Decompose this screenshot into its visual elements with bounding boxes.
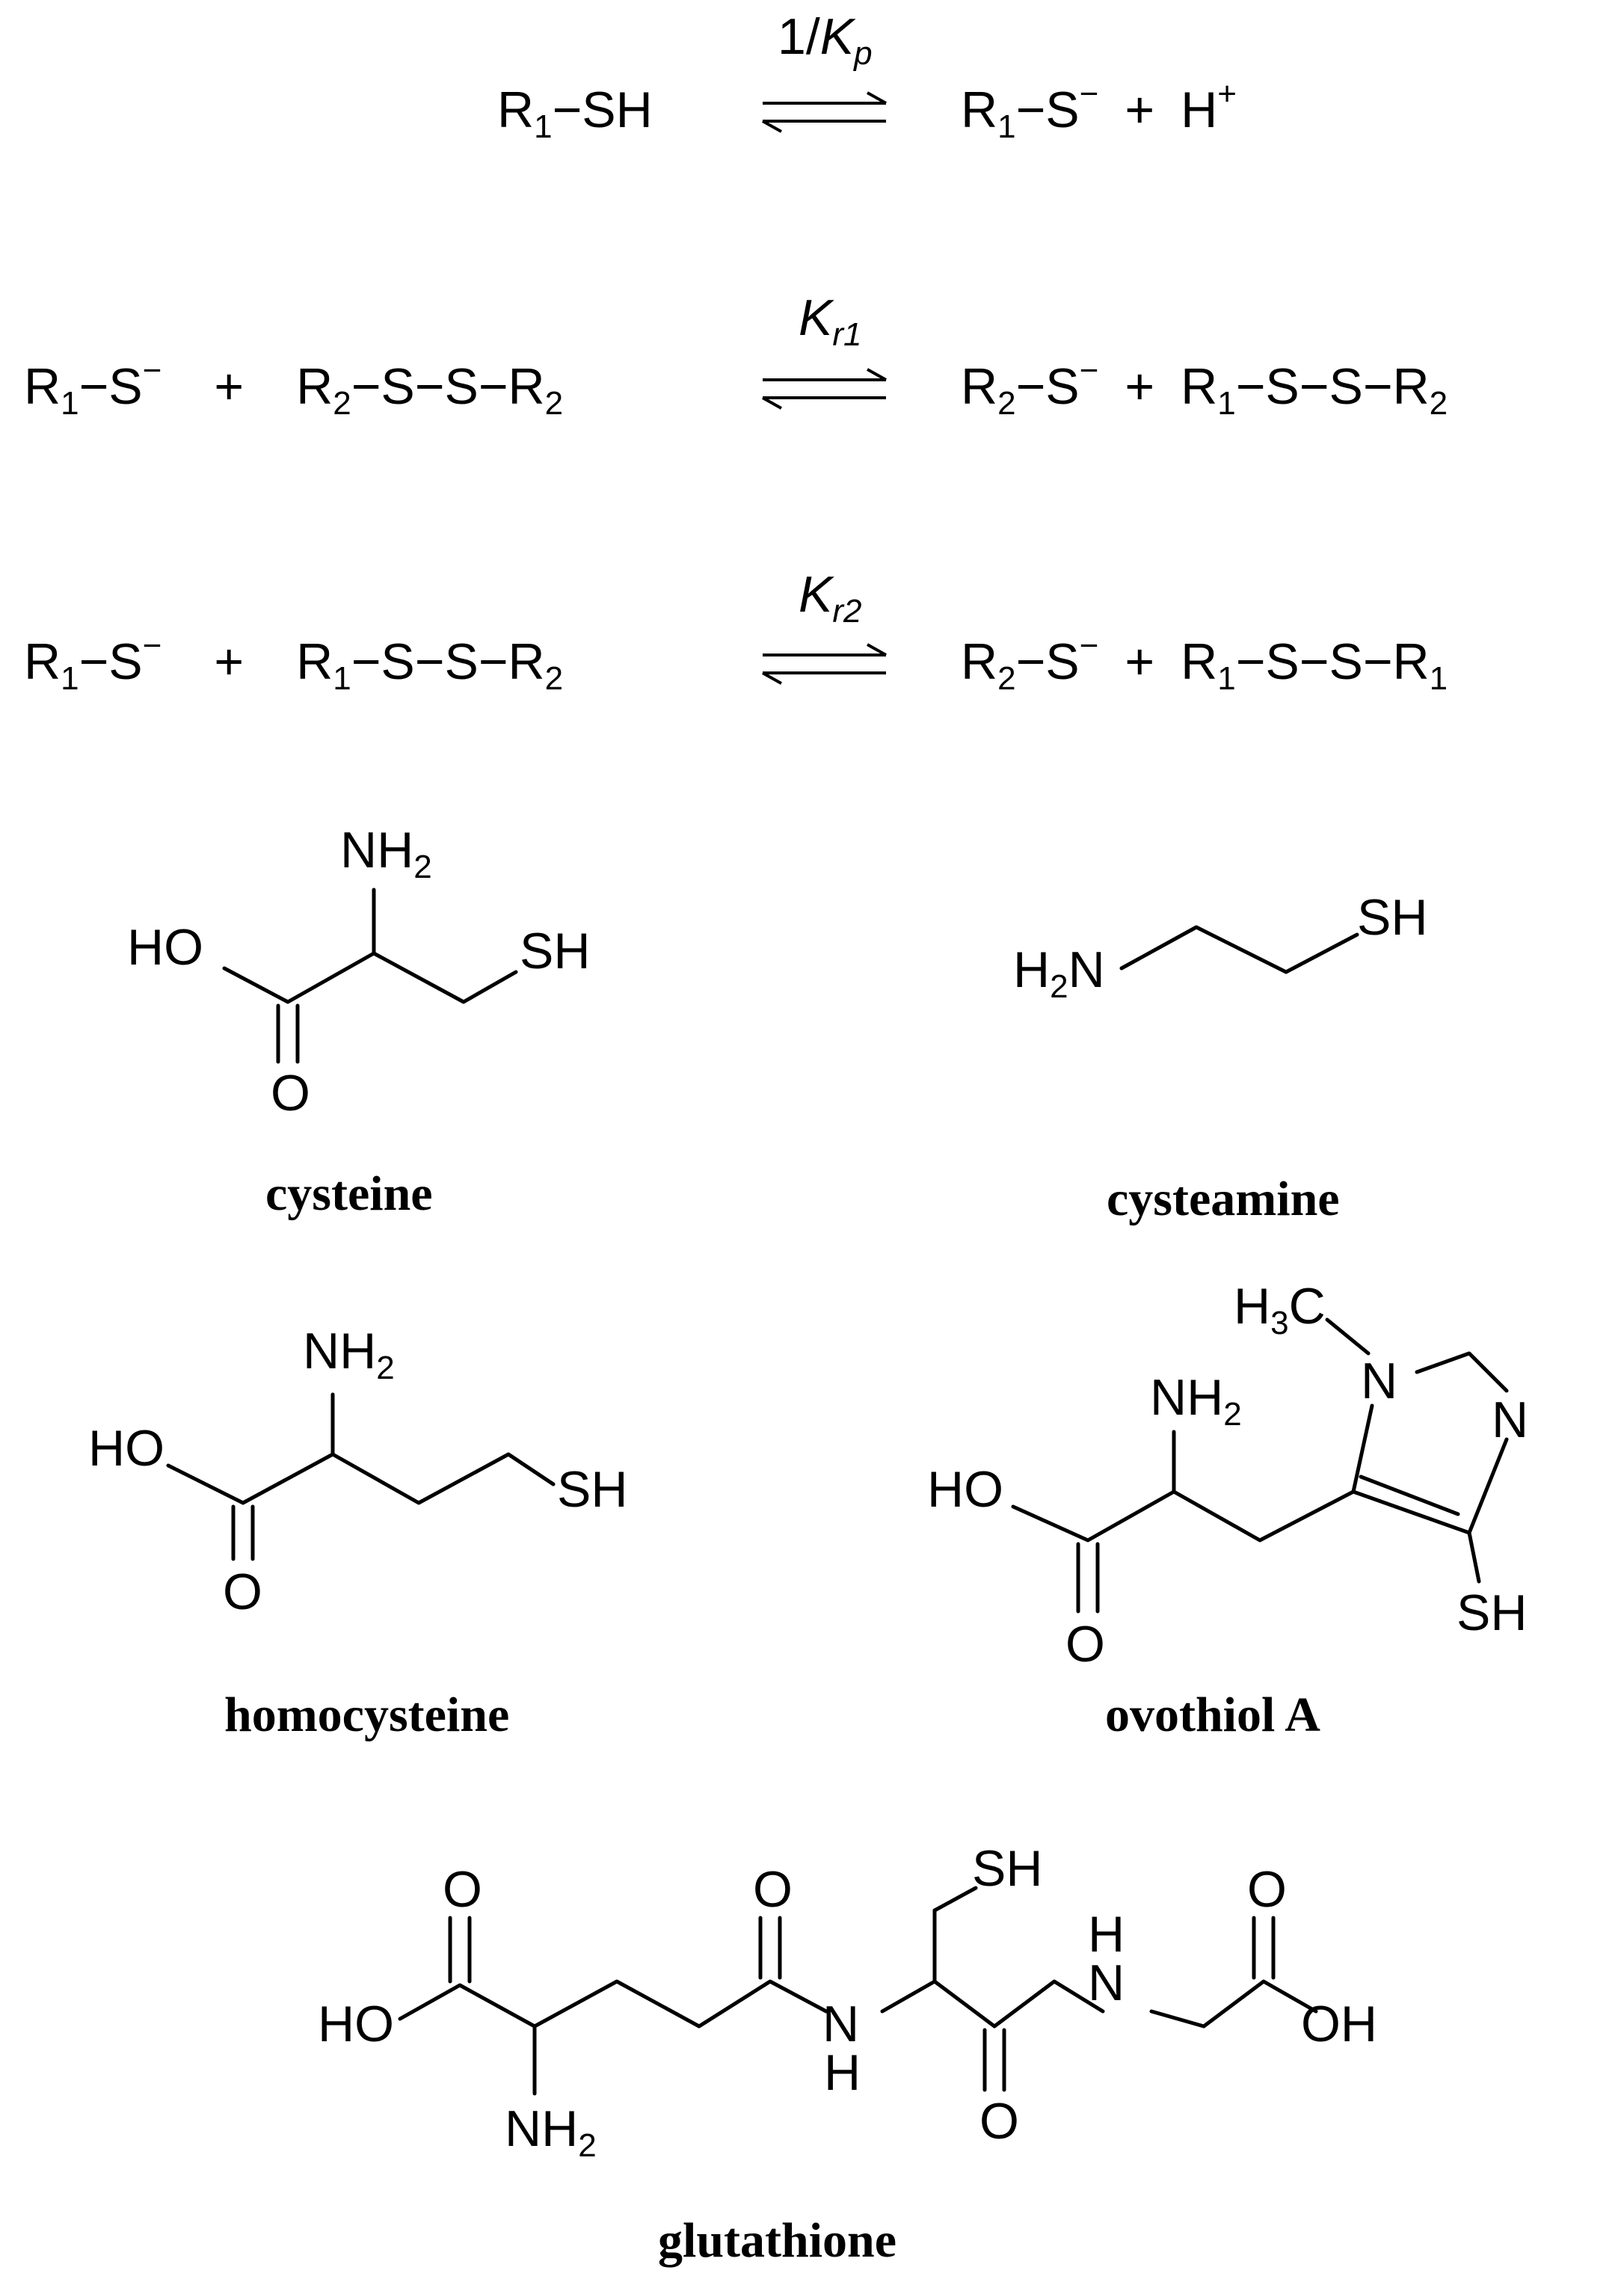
cysteamine-name: cysteamine [1107, 1172, 1340, 1226]
glutathione-nh2-label: NH2 [505, 2100, 597, 2164]
reaction-1-reactant: R1−SH [497, 82, 653, 145]
ovothiol-n2-label: N [1492, 1391, 1528, 1448]
ovothiol-h3c-label: H3C [1234, 1278, 1326, 1341]
cysteine-o-label: O [271, 1065, 310, 1122]
ovothiol-nh2-label: NH2 [1150, 1369, 1242, 1433]
reaction-1-constant: 1/Kp [778, 8, 873, 72]
reaction-1: R1−SH 1/Kp R1−S−+H+ [497, 8, 1237, 145]
homocysteine-sh-label: SH [557, 1461, 627, 1518]
glutathione-structure: SH O O O O HO OH N H H N NH2 glutathione [318, 1840, 1377, 2268]
reaction-2-equilibrium-arrow [762, 368, 887, 410]
glutathione-o3-label: O [979, 2093, 1019, 2150]
cysteamine-h2n-label: H2N [1013, 941, 1105, 1005]
reaction-2-reactant: R1−S−+R2−S−S−R2 [24, 352, 563, 422]
ovothiol-sh-label: SH [1457, 1584, 1527, 1641]
reaction-2-constant: Kr1 [799, 289, 861, 353]
reaction-3-constant: Kr2 [799, 566, 861, 630]
cysteine-name: cysteine [265, 1166, 433, 1221]
cysteine-ho-label: HO [127, 919, 203, 976]
glutathione-nh-a-n-label: N [822, 1996, 859, 2052]
homocysteine-nh2-label: NH2 [303, 1323, 395, 1386]
homocysteine-o-label: O [223, 1563, 262, 1620]
glutathione-nh-a-h-label: H [824, 2044, 861, 2101]
reaction-2-product: R2−S−+R1−S−S−R2 [961, 352, 1448, 422]
cysteine-structure: NH2 HO SH O cysteine [127, 822, 590, 1221]
cysteamine-structure: H2N SH cysteamine [1013, 889, 1427, 1226]
reaction-1-equilibrium-arrow [762, 91, 887, 133]
homocysteine-name: homocysteine [224, 1688, 509, 1742]
glutathione-sh-label: SH [972, 1840, 1042, 1897]
glutathione-ho-label: HO [318, 1996, 394, 2052]
glutathione-o1-label: O [443, 1861, 482, 1918]
ovothiol-o-label: O [1065, 1616, 1105, 1673]
reaction-2: R1−S−+R2−S−S−R2 Kr1 R2−S−+R1−S−S−R2 [24, 289, 1448, 422]
glutathione-nh-b-h-label: H [1088, 1906, 1125, 1963]
glutathione-o4-label: O [1247, 1861, 1287, 1918]
glutathione-name: glutathione [658, 2213, 896, 2268]
reaction-3: R1−S−+R1−S−S−R2 Kr2 R2−S−+R1−S−S−R1 [24, 566, 1448, 697]
ovothiol-structure: H3C N N NH2 HO SH O ovothiol A [927, 1278, 1528, 1742]
reaction-1-product: R1−S−+H+ [961, 76, 1237, 145]
cysteamine-sh-label: SH [1357, 889, 1427, 946]
glutathione-nh-b-n-label: N [1088, 1955, 1125, 2011]
homocysteine-ho-label: HO [88, 1420, 164, 1477]
reaction-3-product: R2−S−+R1−S−S−R1 [961, 627, 1448, 697]
ovothiol-ho-label: HO [927, 1461, 1003, 1518]
glutathione-oh-label: OH [1301, 1996, 1377, 2052]
cysteine-sh-label: SH [520, 923, 590, 980]
ovothiol-name: ovothiol A [1105, 1688, 1320, 1742]
reaction-3-reactant: R1−S−+R1−S−S−R2 [24, 627, 563, 697]
homocysteine-structure: NH2 HO SH O homocysteine [88, 1323, 627, 1742]
reaction-3-equilibrium-arrow [762, 643, 887, 685]
ovothiol-n1-label: N [1361, 1353, 1397, 1409]
glutathione-o2-label: O [753, 1861, 793, 1918]
cysteine-nh2-label: NH2 [340, 822, 432, 885]
